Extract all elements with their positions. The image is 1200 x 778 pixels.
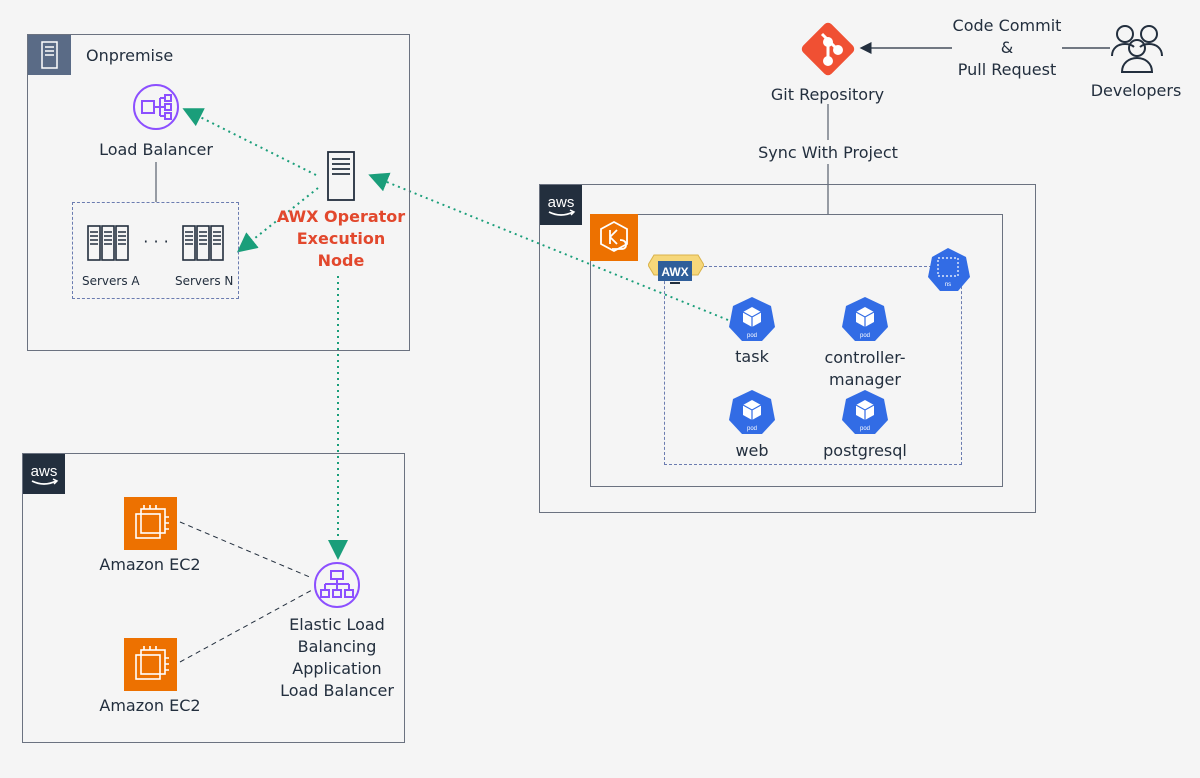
namespace-icon-text: ns <box>945 282 951 288</box>
controller-manager-pod-icon-text: pod <box>860 333 870 339</box>
git-repository-label: Git Repository <box>770 85 885 104</box>
pod-task-label: task <box>735 347 769 366</box>
ec2-1-icon <box>124 497 177 550</box>
elb-label: Elastic Load Balancing Application Load … <box>280 615 394 700</box>
pod-postgresql-label: postgresql <box>823 441 907 460</box>
postgresql-pod-icon: pod <box>841 389 889 435</box>
onpremise-title: Onpremise <box>86 46 174 65</box>
awx-execution-node-server-icon <box>326 150 356 202</box>
postgresql-pod-icon-text: pod <box>860 426 870 432</box>
web-pod-icon-text: pod <box>747 426 757 432</box>
awx-execution-node-label: AWX Operator Execution Node <box>276 207 406 270</box>
developers-icon <box>1110 22 1164 74</box>
load-balancer-icon <box>132 83 180 131</box>
aws-logo-bottom-text: aws <box>31 463 58 480</box>
aws-logo-top: aws <box>540 185 582 225</box>
servers-group <box>72 202 239 299</box>
ec2-1-to-elb-line <box>179 521 313 579</box>
pod-web-label: web <box>735 441 769 460</box>
load-balancer-label: Load Balancer <box>99 140 213 159</box>
aws-cloud-group-bottom <box>22 453 405 743</box>
server-rack-icon <box>28 35 71 75</box>
awx-badge-icon: AWX <box>647 249 705 291</box>
aws-cloud-group-top <box>539 184 1036 513</box>
code-commit-pull-request-label: Code Commit & Pull Request <box>952 16 1062 79</box>
namespace-icon: ns <box>925 246 971 292</box>
sync-with-project-label: Sync With Project <box>758 143 898 162</box>
ec2-2-to-elb-line <box>179 589 313 663</box>
web-pod-icon: pod <box>728 389 776 435</box>
elb-icon <box>312 560 362 610</box>
awx-to-lb-arrow <box>182 108 317 176</box>
ec2-1-label: Amazon EC2 <box>99 555 201 574</box>
servers-n-label: Servers N <box>175 274 234 288</box>
pod-controller-manager-label: controller- manager <box>824 348 906 389</box>
servers-ellipsis: · · · <box>143 232 169 251</box>
eks-cluster-group <box>590 214 1003 487</box>
ec2-2-label: Amazon EC2 <box>99 696 201 715</box>
git-repository-icon <box>795 16 861 82</box>
aws-logo-bottom: aws <box>23 454 65 494</box>
eks-icon <box>590 214 638 261</box>
developers-label: Developers <box>1090 81 1182 100</box>
servers-a-label: Servers A <box>82 274 140 288</box>
ec2-2-icon <box>124 638 177 691</box>
task-to-awx-arrow <box>368 172 729 321</box>
aws-logo-top-text: aws <box>548 194 575 211</box>
servers-n-icon <box>181 222 225 264</box>
awx-namespace-group <box>664 266 962 465</box>
awx-badge-text: AWX <box>661 265 688 279</box>
task-pod-icon-text: pod <box>747 333 757 339</box>
onpremise-group <box>27 34 410 351</box>
awx-to-servers-arrow <box>236 187 319 253</box>
servers-a-icon <box>86 222 130 264</box>
controller-manager-pod-icon: pod <box>841 296 889 342</box>
task-pod-icon: pod <box>728 296 776 342</box>
